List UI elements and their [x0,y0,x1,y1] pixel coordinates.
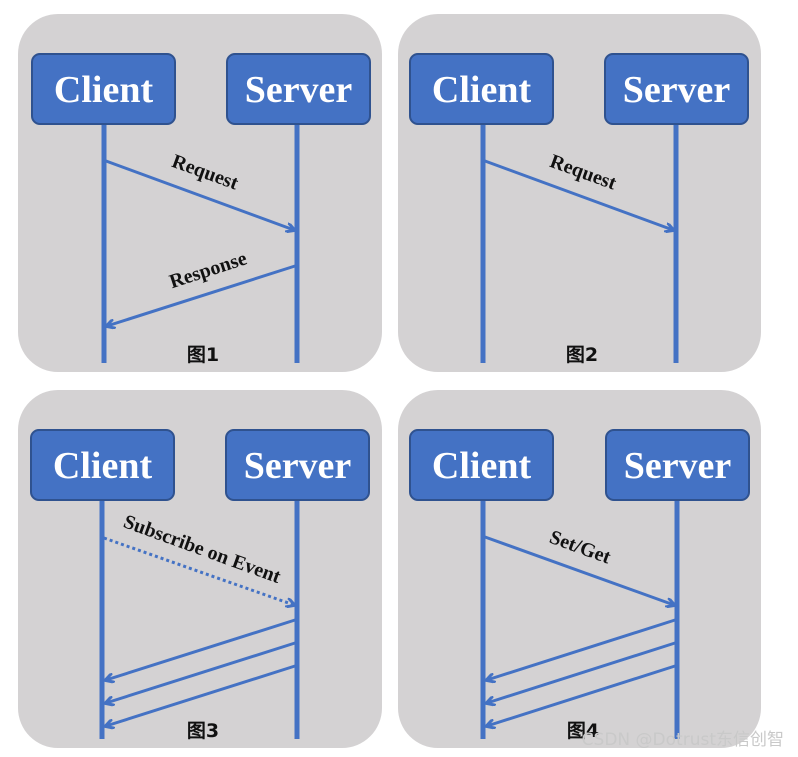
panel-1-client-label: Client [54,69,154,111]
panel-3: Client Server Subscribe on Event 图3 [18,390,382,748]
panel-3-event-arrow-3 [106,664,296,726]
panel-1: Client Server Request Response 图1 [18,14,382,372]
panel-2-client-box [409,53,554,125]
panel-4-response-arrow-1 [487,618,676,680]
panel-2-request-arrow [484,159,673,230]
panel-3-client-label: Client [53,445,153,487]
panel-3-server-box [225,429,370,501]
panel-3-event-arrow-2 [106,641,296,703]
panel-3-client-box [30,429,175,501]
panel-4-response-arrow-2 [487,641,676,703]
panel-1-server-label: Server [245,69,353,111]
panel-4-client-label: Client [432,445,532,487]
panel-3-caption: 图3 [187,720,219,742]
panel-4-client-box [409,429,554,501]
watermark-text: CSDN @Dotrust东信创智 [582,730,784,750]
panel-1-server-box [226,53,371,125]
panel-2-caption: 图2 [566,344,598,366]
panel-1-request-arrow [105,159,294,230]
panel-3-event-arrow-1 [106,618,296,680]
panel-2-server-label: Server [623,69,731,111]
panel-2: Client Server Request 图2 [398,14,761,372]
panel-3-server-label: Server [244,445,352,487]
panel-4-server-label: Server [624,445,732,487]
panel-1-client-box [31,53,176,125]
panel-4-setget-arrow [484,535,674,605]
panel-1-response-arrow [107,264,296,326]
panel-1-caption: 图1 [187,344,219,366]
panel-4-response-arrow-3 [487,664,676,726]
panel-4-caption: 图4 [567,720,599,742]
panel-4: Client Server Set/Get 图4 [398,390,761,748]
panel-4-server-box [605,429,750,501]
panel-2-server-box [604,53,749,125]
panel-2-client-label: Client [432,69,532,111]
